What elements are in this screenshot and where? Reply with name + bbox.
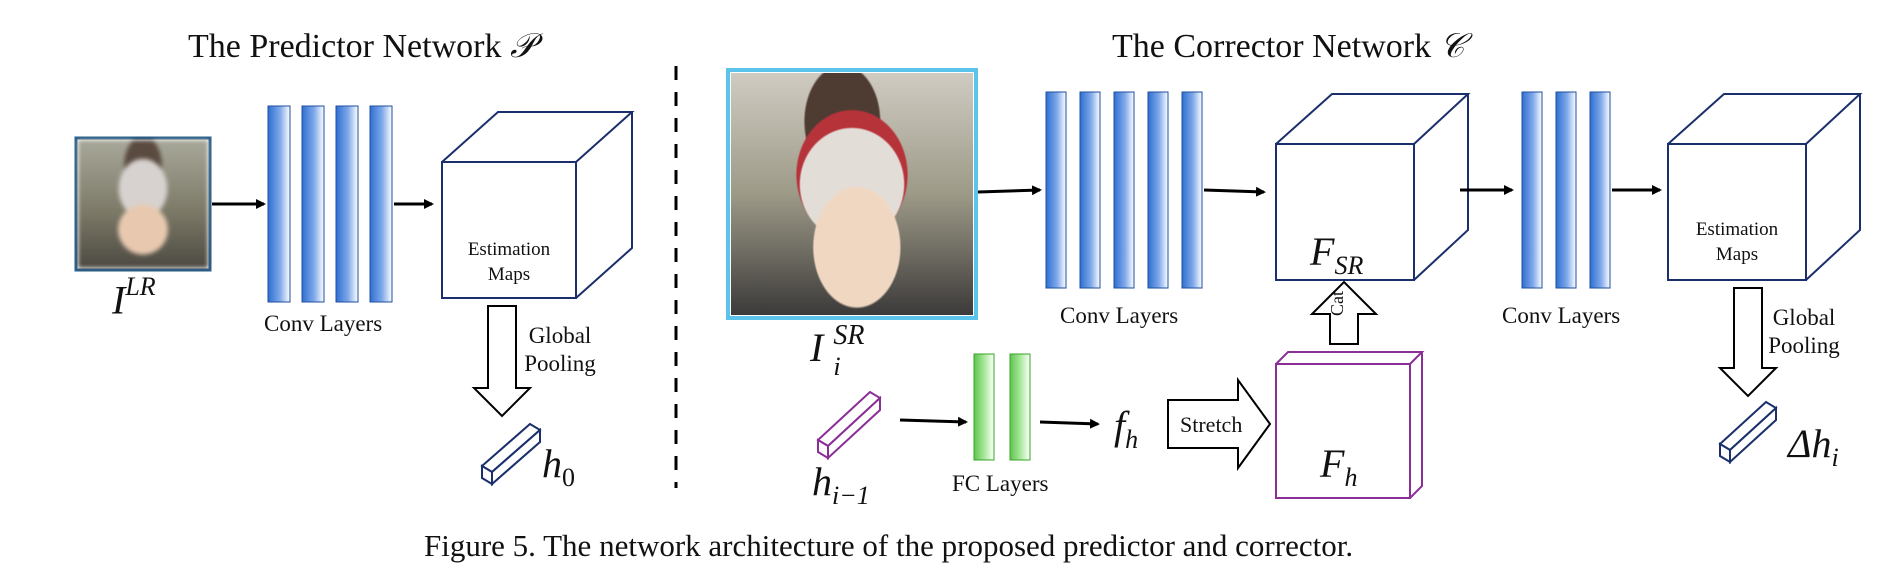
predictor-title-symbol: 𝒫 [509, 28, 535, 65]
corrector-title-text: The Corrector Network [1112, 28, 1432, 65]
conv-layer [1589, 91, 1611, 289]
sr-label-sup: SR [833, 320, 865, 351]
h0-kernel-icon [480, 422, 542, 487]
predictor-map-label-1: Estimation [467, 239, 551, 260]
conv-layer [1113, 91, 1135, 289]
stretch-label: Stretch [1180, 412, 1243, 437]
predictor-pooling-arrow [471, 305, 533, 418]
predictor-map-label: Estimation Maps [452, 240, 566, 284]
fc-label: FC Layers [952, 471, 1049, 496]
corrector-map-label-1: Estimation [1695, 219, 1779, 240]
sr-label-sub: i [833, 352, 841, 381]
arrow-conv-to-fsr [1203, 186, 1266, 197]
predictor-title-text: The Predictor Network [188, 28, 502, 65]
sr-image-label: I SR i [810, 322, 893, 380]
corrector-conv1-label: Conv Layers [1060, 303, 1179, 328]
conv-layer [1045, 91, 1067, 289]
lr-label-sup: LR [125, 272, 156, 301]
arrow-sr-to-conv [977, 185, 1042, 196]
cat-label: Cat [1327, 291, 1347, 316]
fsr-label: FSR [1310, 232, 1363, 279]
h0-label: h0 [542, 444, 575, 491]
fc-layer [1009, 353, 1031, 461]
arrow-fc-to-fh [1039, 418, 1100, 429]
conv-layer [1181, 91, 1203, 289]
corrector-title-symbol: 𝒞 [1439, 28, 1465, 65]
corrector-pool-label-2: Pooling [1768, 333, 1840, 358]
hi-minus-1-base: h [812, 459, 832, 504]
h0-base: h [542, 441, 562, 486]
conv-layer [1555, 91, 1577, 289]
fc-layer [973, 353, 995, 461]
corrector-pool-label-1: Global [1772, 305, 1836, 330]
fh-feature-base: F [1320, 441, 1345, 486]
sr-label-base: I [810, 325, 824, 370]
h0-sub: 0 [562, 463, 575, 492]
figure-caption: Figure 5. The network architecture of th… [424, 528, 1354, 563]
corrector-pool-label: Global Pooling [1768, 306, 1840, 357]
conv-layer [1521, 91, 1543, 289]
lr-image-frame [74, 136, 212, 272]
predictor-title: The Predictor Network 𝒫 [188, 30, 534, 64]
conv-layer [301, 105, 325, 303]
sr-image-frame [726, 68, 978, 320]
lr-label-base: I [112, 277, 126, 323]
hi-minus-1-sub: i−1 [832, 481, 870, 510]
predictor-pool-label-1: Global [528, 323, 592, 348]
fh-label: fh [1114, 406, 1138, 453]
lr-image-label: ILR [112, 274, 156, 323]
corrector-conv-layers-2 [1521, 91, 1611, 289]
corrector-conv-layers-1 [1045, 91, 1203, 289]
fh-base: f [1114, 403, 1126, 448]
delta-hi-label: Δhi [1788, 424, 1839, 471]
arrow-kernel-to-fc [899, 416, 968, 427]
predictor-pool-label-2: Pooling [524, 351, 596, 376]
fsr-sub: SR [1334, 251, 1364, 280]
fh-feature-label: Fh [1320, 444, 1357, 491]
fh-feature-cube [1275, 351, 1425, 499]
predictor-conv-label: Conv Layers [264, 311, 383, 336]
cat-arrow [1309, 280, 1379, 345]
lr-image [78, 140, 208, 268]
corrector-estimation-cube [1667, 93, 1863, 281]
fh-sub: h [1125, 425, 1139, 454]
corrector-conv2-label: Conv Layers [1502, 303, 1621, 328]
conv-layer [369, 105, 393, 303]
corrector-title: The Corrector Network 𝒞 [1112, 30, 1464, 64]
delta-hi-sub: i [1831, 443, 1839, 472]
conv-layer [1079, 91, 1101, 289]
hi-minus-1-label: hi−1 [812, 462, 870, 509]
fsr-feature-cube [1275, 93, 1471, 281]
fc-layers [973, 353, 1031, 461]
corrector-map-label: Estimation Maps [1680, 220, 1794, 264]
predictor-estimation-cube [441, 111, 635, 299]
corrector-pooling-arrow [1717, 287, 1779, 398]
predictor-pool-label: Global Pooling [524, 324, 596, 375]
hi-minus-1-kernel-icon [816, 390, 882, 461]
fh-feature-sub: h [1344, 463, 1358, 492]
fsr-base: F [1310, 229, 1335, 274]
predictor-conv-layers [267, 105, 393, 303]
stretch-arrow [1167, 376, 1272, 472]
delta-hi-kernel-icon [1718, 400, 1778, 465]
predictor-map-label-2: Maps [487, 264, 531, 285]
conv-layer [1147, 91, 1169, 289]
delta-hi-base: Δh [1788, 421, 1832, 466]
corrector-map-label-2: Maps [1715, 244, 1759, 265]
conv-layer [335, 105, 359, 303]
conv-layer [267, 105, 291, 303]
sr-image [731, 73, 973, 315]
